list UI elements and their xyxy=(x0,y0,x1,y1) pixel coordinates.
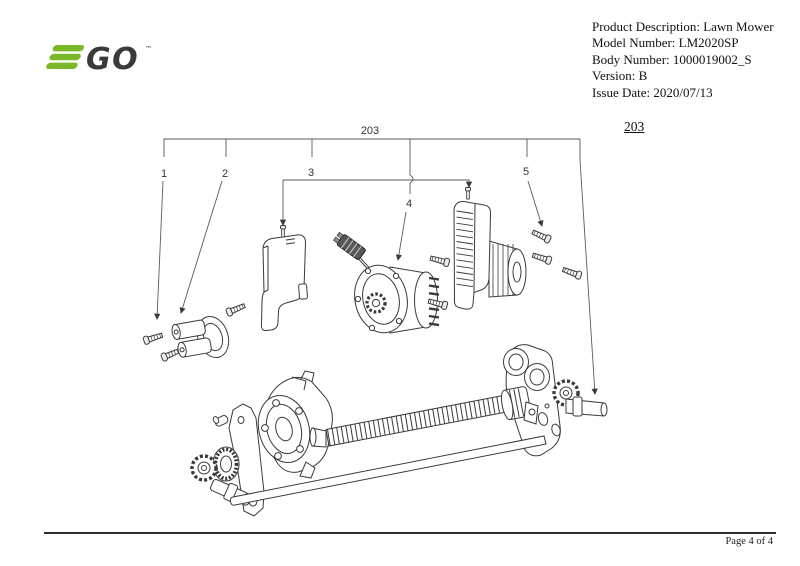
callout-5: 5 xyxy=(523,166,529,178)
page-number: Page 4 of 4 xyxy=(725,536,773,547)
callout-1: 1 xyxy=(161,168,167,180)
leader-shaft xyxy=(579,139,598,395)
part-4-motor xyxy=(332,231,440,334)
model-number: Model Number: LM2020SP xyxy=(592,35,739,51)
group-label-203: 203 xyxy=(361,125,379,137)
ego-logo: GO ™ xyxy=(46,43,152,75)
issue-date: Issue Date: 2020/07/13 xyxy=(592,84,713,100)
right-gear xyxy=(552,379,580,407)
part-3-cover xyxy=(260,225,308,332)
shaft-assembly xyxy=(190,344,608,517)
product-description: Product Description: Lawn Mower xyxy=(592,19,774,34)
ego-logo-go-text: GO xyxy=(86,43,139,75)
leader-2 xyxy=(179,180,223,314)
tie-bar xyxy=(229,435,547,506)
drive-spring xyxy=(309,386,539,448)
right-axle xyxy=(565,396,608,417)
trademark-symbol: ™ xyxy=(145,45,152,53)
version: Version: B xyxy=(592,68,648,84)
leader-1 xyxy=(154,180,164,320)
leader-4 xyxy=(395,211,407,261)
gearbox-housing xyxy=(453,187,527,310)
footer-divider xyxy=(44,532,776,534)
ego-logo-e-bars xyxy=(46,45,85,70)
callout-bracket-203: 203 1 2 3 4 5 xyxy=(154,125,598,395)
body-number: Body Number: 1000019002_S xyxy=(592,51,752,67)
housing-top-screw xyxy=(465,187,471,200)
part-2-motor-mount xyxy=(171,315,230,359)
part-1-screw xyxy=(142,330,164,346)
pinion-gears xyxy=(190,446,240,482)
product-info-block: Product Description: Lawn Mower Model Nu… xyxy=(592,19,774,101)
roller-wheels xyxy=(503,348,550,391)
section-ref-label: 203 xyxy=(624,119,645,134)
leader-5 xyxy=(527,180,544,227)
callout-2: 2 xyxy=(222,168,228,180)
part-5-screw xyxy=(530,227,553,245)
side-screws xyxy=(531,250,583,281)
callout-3: 3 xyxy=(308,167,314,179)
leader-3-bracket xyxy=(283,179,473,188)
drive-housing xyxy=(257,370,333,479)
callout-4: 4 xyxy=(406,198,412,210)
wire-connector xyxy=(332,231,366,261)
cover-screw xyxy=(280,225,286,238)
